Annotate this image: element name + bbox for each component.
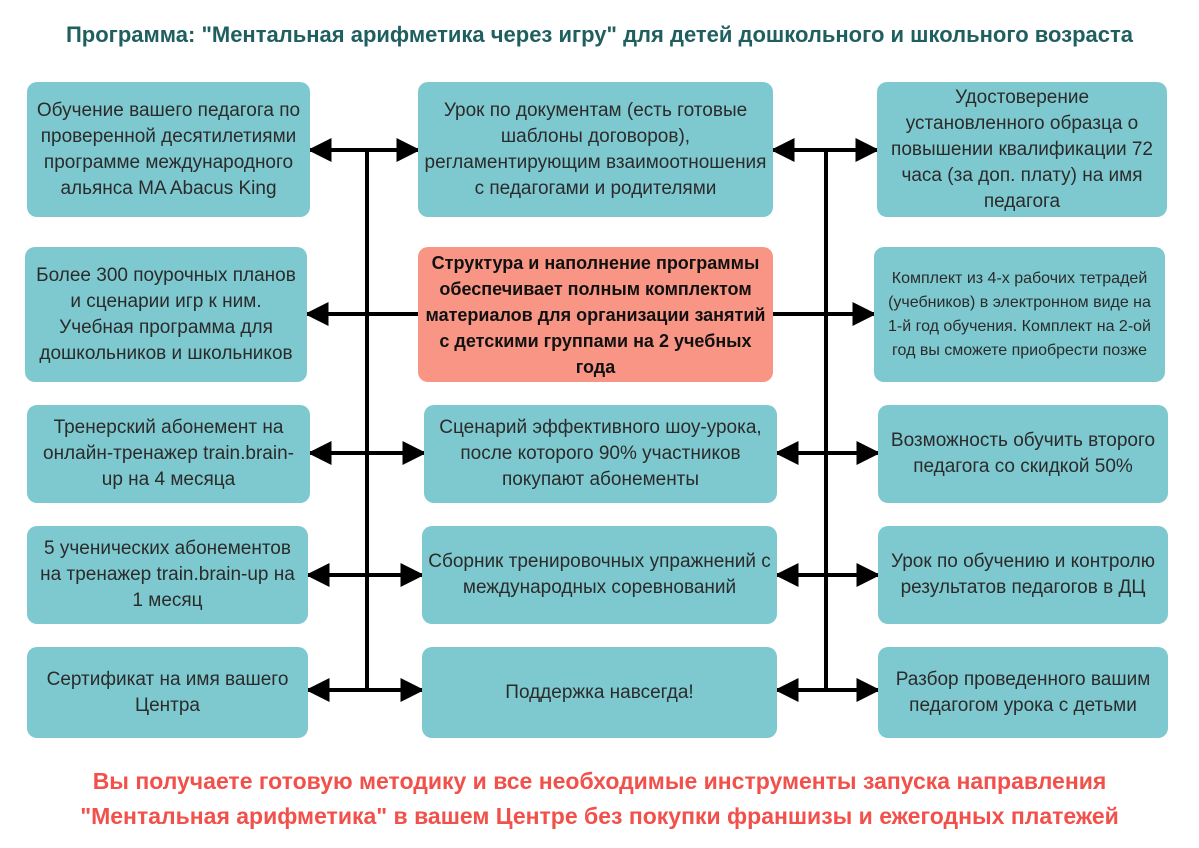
right-box-1: Удостоверение установленного образца о п… (877, 82, 1167, 217)
footer-line-1: Вы получаете готовую методику и все необ… (92, 768, 1107, 794)
right-box-4: Урок по обучению и контролю результатов … (878, 526, 1168, 624)
middle-box-4-text: Сборник тренировочных упражнений с между… (428, 551, 771, 598)
left-box-5-text: Сертификат на имя вашего Центра (46, 668, 289, 716)
right-box-3: Возможность обучить второго педагога со … (878, 405, 1168, 503)
right-box-1-text: Удостоверение установленного образца о п… (891, 86, 1153, 212)
middle-box-5: Поддержка навсегда! (422, 647, 777, 738)
left-box-4: 5 ученических абонементов на тренажер tr… (27, 526, 308, 624)
middle-box-5-text: Поддержка навсегда! (505, 681, 694, 703)
right-box-2-text: Комплект из 4-х рабочих тетрадей (учебни… (887, 269, 1151, 359)
middle-box-center: Структура и наполнение программы обеспеч… (418, 247, 773, 382)
right-box-4-text: Урок по обучению и контролю результатов … (891, 551, 1155, 598)
middle-box-3-text: Сценарий эффективного шоу-урока, после к… (439, 417, 762, 490)
left-box-3-text: Тренерский абонемент на онлайн-тренажер … (43, 417, 294, 490)
middle-box-1-text: Урок по документам (есть готовые шаблоны… (424, 99, 767, 199)
left-box-3: Тренерский абонемент на онлайн-тренажер … (27, 405, 310, 503)
left-box-1: Обучение вашего педагога по проверенной … (27, 82, 310, 217)
left-box-2: Более 300 поурочных планов и сценарии иг… (25, 247, 307, 382)
right-box-5-text: Разбор проведенного вашим педагогом урок… (895, 668, 1151, 716)
middle-box-center-text: Структура и наполнение программы обеспеч… (425, 252, 766, 377)
right-box-2: Комплект из 4-х рабочих тетрадей (учебни… (874, 247, 1165, 382)
right-box-3-text: Возможность обучить второго педагога со … (890, 430, 1156, 477)
middle-box-3: Сценарий эффективного шоу-урока, после к… (424, 405, 777, 503)
middle-box-1: Урок по документам (есть готовые шаблоны… (418, 82, 773, 217)
right-box-5: Разбор проведенного вашим педагогом урок… (878, 647, 1168, 738)
left-box-1-text: Обучение вашего педагога по проверенной … (36, 99, 301, 199)
left-box-4-text: 5 ученических абонементов на тренажер tr… (40, 538, 295, 611)
footer-line-2: "Ментальная арифметика" в вашем Центре б… (80, 803, 1119, 829)
left-box-5: Сертификат на имя вашего Центра (27, 647, 308, 738)
middle-box-4: Сборник тренировочных упражнений с между… (422, 526, 777, 624)
page-title: Программа: "Ментальная арифметика через … (65, 22, 1134, 47)
left-box-2-text: Более 300 поурочных планов и сценарии иг… (36, 264, 296, 364)
